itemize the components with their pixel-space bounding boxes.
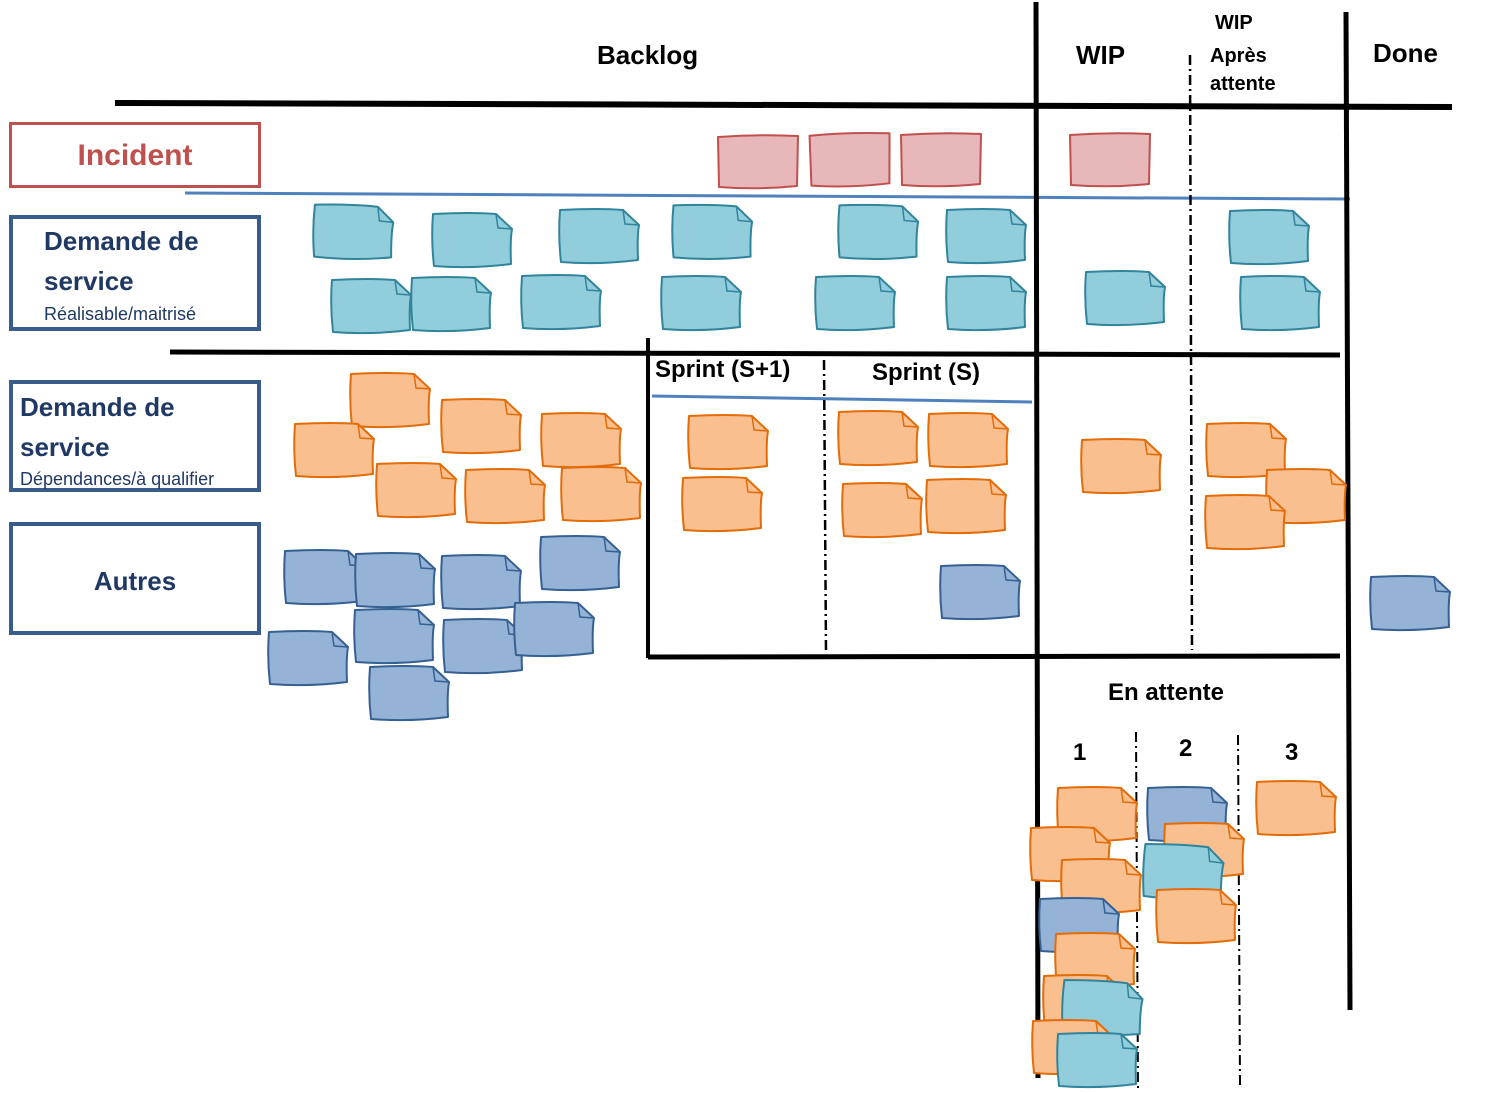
sprint-bottom-line xyxy=(647,653,1341,660)
incident-note-3 xyxy=(900,132,982,188)
column-title-wip: WIP xyxy=(1076,40,1126,70)
sprint-next-title: Sprint (S+1) xyxy=(655,356,791,383)
service-note-1 xyxy=(312,203,395,261)
service-note-7 xyxy=(330,278,412,335)
dependency-note-8 xyxy=(687,414,769,471)
service-note-3 xyxy=(558,208,640,265)
lane-others-label: Autres xyxy=(93,566,177,596)
incident-note-1 xyxy=(717,134,799,190)
row-divider-line xyxy=(169,349,1341,358)
lane-incident: Incident xyxy=(9,122,261,188)
dependency-note-3 xyxy=(540,412,622,469)
service-note-9 xyxy=(520,274,602,331)
service-note-14 xyxy=(1228,209,1310,266)
incident-divider-line xyxy=(184,191,1351,201)
service-note-4 xyxy=(671,203,754,261)
dependency-note-9 xyxy=(681,476,763,533)
dependency-note-5 xyxy=(375,462,457,519)
wip-after-dashed-line xyxy=(1188,54,1194,651)
lane-service-mastered-line2: service xyxy=(44,266,134,296)
other-note-4 xyxy=(539,535,621,592)
sprint-current-title: Sprint (S) xyxy=(872,359,980,386)
lane-service-dependencies: Demande de service Dépendances/à qualifi… xyxy=(9,380,261,492)
lane-service-mastered-subtitle: Réalisable/maitrisé xyxy=(44,304,197,324)
dependency-note-12 xyxy=(841,482,923,539)
lane-service-mastered: Demande de service Réalisable/maitrisé xyxy=(9,215,261,331)
other-note-1 xyxy=(283,549,365,606)
wip-left-line xyxy=(1033,1,1041,1079)
service-note-2 xyxy=(431,212,513,269)
other-note-5 xyxy=(353,608,435,665)
waiting-split2-dashed-line xyxy=(1237,734,1241,1086)
other-note-7 xyxy=(513,601,595,658)
service-note-8 xyxy=(410,276,492,333)
dependency-note-4 xyxy=(293,422,375,479)
column-title-wip-after-line1: WIP xyxy=(1215,12,1253,34)
other-note-8 xyxy=(267,630,349,687)
service-note-18 xyxy=(1056,1032,1138,1089)
service-note-13 xyxy=(1084,270,1166,327)
lane-service-dependencies-subtitle: Dépendances/à qualifier xyxy=(20,469,215,489)
sprint-divider-line xyxy=(651,394,1033,404)
service-note-11 xyxy=(814,275,896,332)
dependency-note-14 xyxy=(1080,438,1162,495)
column-title-wip-after-line3: attente xyxy=(1210,73,1276,95)
lane-service-dependencies-line2: service xyxy=(20,432,110,462)
service-note-12 xyxy=(945,275,1027,332)
service-note-10 xyxy=(660,275,742,332)
done-left-line xyxy=(1343,11,1353,1011)
service-note-15 xyxy=(1239,275,1321,332)
column-title-done: Done xyxy=(1373,38,1438,68)
sprint-split-dashed-line xyxy=(822,359,828,653)
dependency-note-7 xyxy=(560,466,642,523)
lane-service-dependencies-line1: Demande de xyxy=(20,392,175,422)
dependency-note-6 xyxy=(464,468,546,525)
dependency-note-1 xyxy=(349,372,431,429)
other-note-11 xyxy=(1369,575,1451,632)
lane-others: Autres xyxy=(9,522,261,635)
waiting-slot-2: 2 xyxy=(1179,735,1193,762)
lane-service-mastered-line1: Demande de xyxy=(44,226,199,256)
service-note-5 xyxy=(837,203,920,261)
column-title-wip-after-line2: Après xyxy=(1210,45,1267,67)
header-divider-line xyxy=(114,100,1453,110)
incident-note-2 xyxy=(808,131,891,188)
other-note-3 xyxy=(440,554,522,611)
dependency-note-24 xyxy=(1054,932,1136,989)
dependency-note-17 xyxy=(1204,494,1286,551)
board-grid-lines xyxy=(114,1,1453,1089)
other-note-10 xyxy=(939,564,1021,621)
waiting-title: En attente xyxy=(1108,679,1225,706)
other-note-2 xyxy=(354,552,436,609)
waiting-slot-3: 3 xyxy=(1285,739,1299,766)
lane-incident-label: Incident xyxy=(77,139,193,172)
waiting-slot-1: 1 xyxy=(1073,739,1087,766)
incident-note-4 xyxy=(1069,132,1151,188)
dependency-note-10 xyxy=(837,410,919,467)
other-note-6 xyxy=(442,618,524,675)
dependency-note-18 xyxy=(1255,780,1337,837)
dependency-note-2 xyxy=(440,398,522,455)
sticky-notes xyxy=(267,131,1451,1089)
dependency-note-20 xyxy=(1155,888,1237,945)
other-note-9 xyxy=(368,665,450,722)
dependency-note-11 xyxy=(927,412,1009,469)
service-note-6 xyxy=(945,208,1027,265)
dependency-note-13 xyxy=(925,478,1007,535)
column-title-backlog: Backlog xyxy=(597,40,699,70)
